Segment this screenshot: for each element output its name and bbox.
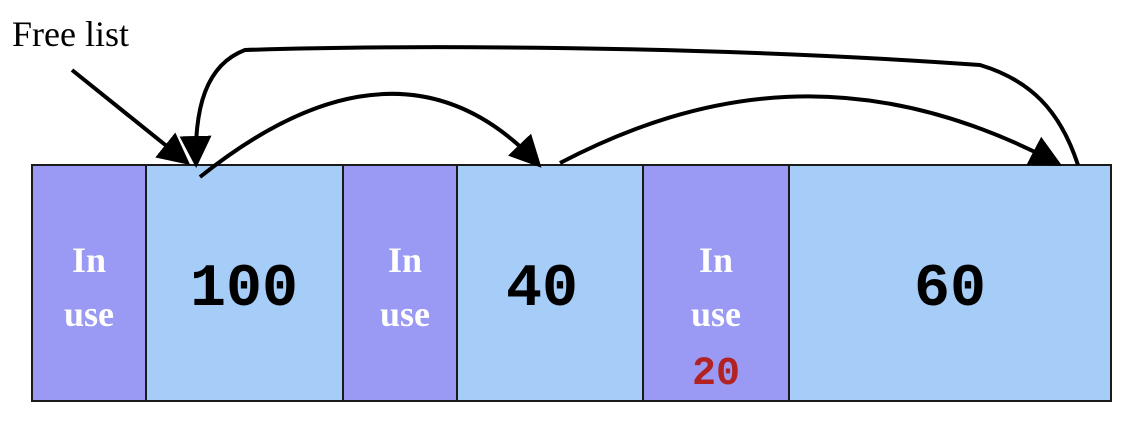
free-block-60: 60 (788, 164, 1112, 402)
link-100-to-40-arrow (198, 92, 542, 179)
in-use-block-1: In use (31, 164, 147, 402)
in-use-block-2-rect (342, 164, 458, 402)
in-use-block-size: 20 (692, 352, 740, 397)
free-block-size: 60 (914, 256, 986, 324)
free-block-60-rect (788, 164, 1112, 402)
free-list-pointer-arrow (70, 68, 191, 166)
in-use-block-3: In use 20 (642, 164, 790, 402)
free-block-100: 100 (145, 164, 344, 402)
in-use-block-3-rect (642, 164, 790, 402)
free-block-100-rect (145, 164, 344, 402)
free-block-40: 40 (456, 164, 644, 402)
link-40-to-60-arrow (559, 94, 1063, 166)
in-use-block-1-rect (31, 164, 147, 402)
in-use-label-line1: In (388, 240, 422, 280)
free-block-size: 40 (506, 256, 578, 324)
free-list-label: Free list (12, 14, 129, 54)
free-block-40-rect (456, 164, 644, 402)
in-use-label-line2: use (380, 294, 430, 334)
in-use-label-line1: In (72, 240, 106, 280)
in-use-block-2: In use (342, 164, 458, 402)
in-use-label-line2: use (691, 294, 741, 334)
in-use-label-line1: In (699, 240, 733, 280)
in-use-label-line2: use (64, 294, 114, 334)
link-60-to-100-arrow (179, 45, 1080, 168)
free-block-size: 100 (190, 256, 298, 324)
